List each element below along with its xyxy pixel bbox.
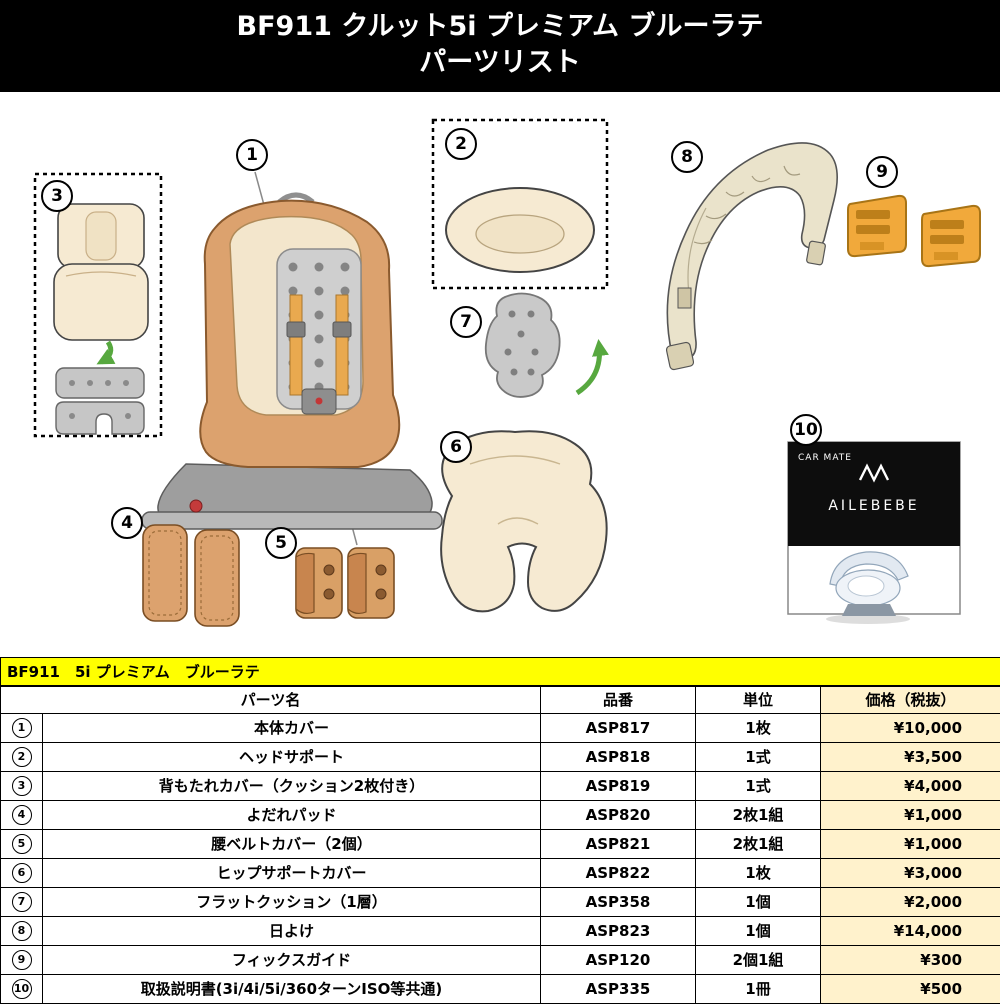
table-row: 6 ヒップサポートカバー ASP822 1枚 ¥3,000 bbox=[1, 858, 1000, 887]
part-unit-cell: 1個 bbox=[696, 887, 821, 916]
row-number-badge: 5 bbox=[12, 834, 32, 854]
table-row: 7 フラットクッション（1層） ASP358 1個 ¥2,000 bbox=[1, 887, 1000, 916]
part-name-cell: フラットクッション（1層） bbox=[43, 887, 541, 916]
part-label-4: 4 bbox=[111, 507, 143, 539]
part-label-6: 6 bbox=[440, 431, 472, 463]
part-name-cell: 背もたれカバー（クッション2枚付き） bbox=[43, 771, 541, 800]
part-code-cell: ASP335 bbox=[541, 974, 696, 1003]
part-unit-cell: 1枚 bbox=[696, 858, 821, 887]
part-label-3: 3 bbox=[41, 180, 73, 212]
row-number-badge: 9 bbox=[12, 950, 32, 970]
part-label-8: 8 bbox=[671, 141, 703, 173]
col-header-name: パーツ名 bbox=[1, 686, 541, 713]
manual-maker-logo: CAR MATE bbox=[798, 453, 852, 463]
part-price-cell: ¥3,500 bbox=[821, 742, 1000, 771]
green-arrow-icon bbox=[577, 344, 600, 393]
row-number-badge: 3 bbox=[12, 776, 32, 796]
part-unit-cell: 2個1組 bbox=[696, 945, 821, 974]
part-code-cell: ASP817 bbox=[541, 713, 696, 742]
flat-cushion-illustration bbox=[486, 294, 600, 397]
part-price-cell: ¥500 bbox=[821, 974, 1000, 1003]
part-unit-cell: 2枚1組 bbox=[696, 829, 821, 858]
part-code-cell: ASP821 bbox=[541, 829, 696, 858]
page-title: BF911 クルット5i プレミアム ブルーラテ bbox=[0, 9, 1000, 45]
part-price-cell: ¥1,000 bbox=[821, 800, 1000, 829]
part-unit-cell: 1式 bbox=[696, 771, 821, 800]
table-row: 4 よだれパッド ASP820 2枚1組 ¥1,000 bbox=[1, 800, 1000, 829]
part-unit-cell: 2枚1組 bbox=[696, 800, 821, 829]
table-row: 8 日よけ ASP823 1個 ¥14,000 bbox=[1, 916, 1000, 945]
part-label-10: 10 bbox=[790, 414, 822, 446]
col-header-code: 品番 bbox=[541, 686, 696, 713]
part-name-cell: 取扱説明書(3i/4i/5i/360ターンISO等共通) bbox=[43, 974, 541, 1003]
table-title-row: BF911 5i プレミアム ブルーラテ bbox=[1, 658, 1000, 687]
part-code-cell: ASP818 bbox=[541, 742, 696, 771]
col-header-unit: 単位 bbox=[696, 686, 821, 713]
row-number-badge: 6 bbox=[12, 863, 32, 883]
part-price-cell: ¥2,000 bbox=[821, 887, 1000, 916]
part-price-cell: ¥1,000 bbox=[821, 829, 1000, 858]
backrest-cover-illustration bbox=[35, 174, 161, 436]
car-seat-illustration bbox=[142, 195, 442, 529]
part-label-2: 2 bbox=[445, 128, 477, 160]
part-code-cell: ASP822 bbox=[541, 858, 696, 887]
table-title: BF911 5i プレミアム ブルーラテ bbox=[1, 658, 1000, 687]
part-label-1: 1 bbox=[236, 139, 268, 171]
manual-brand-text: AILEBEBE bbox=[828, 498, 919, 514]
part-name-cell: 腰ベルトカバー（2個） bbox=[43, 829, 541, 858]
part-code-cell: ASP823 bbox=[541, 916, 696, 945]
part-price-cell: ¥10,000 bbox=[821, 713, 1000, 742]
part-name-cell: ヒップサポートカバー bbox=[43, 858, 541, 887]
belt-covers-illustration bbox=[296, 548, 394, 618]
part-label-5: 5 bbox=[265, 527, 297, 559]
page-header: BF911 クルット5i プレミアム ブルーラテ パーツリスト bbox=[0, 0, 1000, 92]
manual-illustration: CAR MATE AILEBEBE bbox=[788, 442, 960, 624]
parts-diagram: CAR MATE AILEBEBE 1 2 3 4 5 6 7 8 9 10 bbox=[0, 92, 1000, 657]
page-subtitle: パーツリスト bbox=[0, 45, 1000, 81]
part-unit-cell: 1枚 bbox=[696, 713, 821, 742]
table-row: 10 取扱説明書(3i/4i/5i/360ターンISO等共通) ASP335 1… bbox=[1, 974, 1000, 1003]
sunshade-illustration bbox=[666, 143, 837, 370]
part-code-cell: ASP819 bbox=[541, 771, 696, 800]
row-number-badge: 7 bbox=[12, 892, 32, 912]
part-unit-cell: 1個 bbox=[696, 916, 821, 945]
part-code-cell: ASP820 bbox=[541, 800, 696, 829]
fix-guide-illustration bbox=[848, 196, 980, 266]
table-row: 2 ヘッドサポート ASP818 1式 ¥3,500 bbox=[1, 742, 1000, 771]
row-number-badge: 1 bbox=[12, 718, 32, 738]
parts-diagram-artwork: CAR MATE AILEBEBE bbox=[0, 92, 1000, 657]
part-name-cell: よだれパッド bbox=[43, 800, 541, 829]
table-row: 1 本体カバー ASP817 1枚 ¥10,000 bbox=[1, 713, 1000, 742]
part-label-9: 9 bbox=[866, 156, 898, 188]
part-name-cell: 日よけ bbox=[43, 916, 541, 945]
parts-table: BF911 5i プレミアム ブルーラテ パーツ名 品番 単位 価格（税抜） 1… bbox=[0, 657, 1000, 1004]
row-number-badge: 2 bbox=[12, 747, 32, 767]
table-header-row: パーツ名 品番 単位 価格（税抜） bbox=[1, 686, 1000, 713]
part-price-cell: ¥14,000 bbox=[821, 916, 1000, 945]
table-row: 3 背もたれカバー（クッション2枚付き） ASP819 1式 ¥4,000 bbox=[1, 771, 1000, 800]
part-price-cell: ¥3,000 bbox=[821, 858, 1000, 887]
col-header-price: 価格（税抜） bbox=[821, 686, 1000, 713]
part-name-cell: フィックスガイド bbox=[43, 945, 541, 974]
row-number-badge: 4 bbox=[12, 805, 32, 825]
drool-pads-illustration bbox=[143, 525, 239, 626]
green-arrow-icon bbox=[101, 342, 111, 362]
table-row: 5 腰ベルトカバー（2個） ASP821 2枚1組 ¥1,000 bbox=[1, 829, 1000, 858]
part-label-7: 7 bbox=[450, 306, 482, 338]
part-price-cell: ¥4,000 bbox=[821, 771, 1000, 800]
part-code-cell: ASP120 bbox=[541, 945, 696, 974]
row-number-badge: 10 bbox=[12, 979, 32, 999]
part-name-cell: ヘッドサポート bbox=[43, 742, 541, 771]
part-code-cell: ASP358 bbox=[541, 887, 696, 916]
part-unit-cell: 1式 bbox=[696, 742, 821, 771]
part-unit-cell: 1冊 bbox=[696, 974, 821, 1003]
part-price-cell: ¥300 bbox=[821, 945, 1000, 974]
row-number-badge: 8 bbox=[12, 921, 32, 941]
part-name-cell: 本体カバー bbox=[43, 713, 541, 742]
table-row: 9 フィックスガイド ASP120 2個1組 ¥300 bbox=[1, 945, 1000, 974]
